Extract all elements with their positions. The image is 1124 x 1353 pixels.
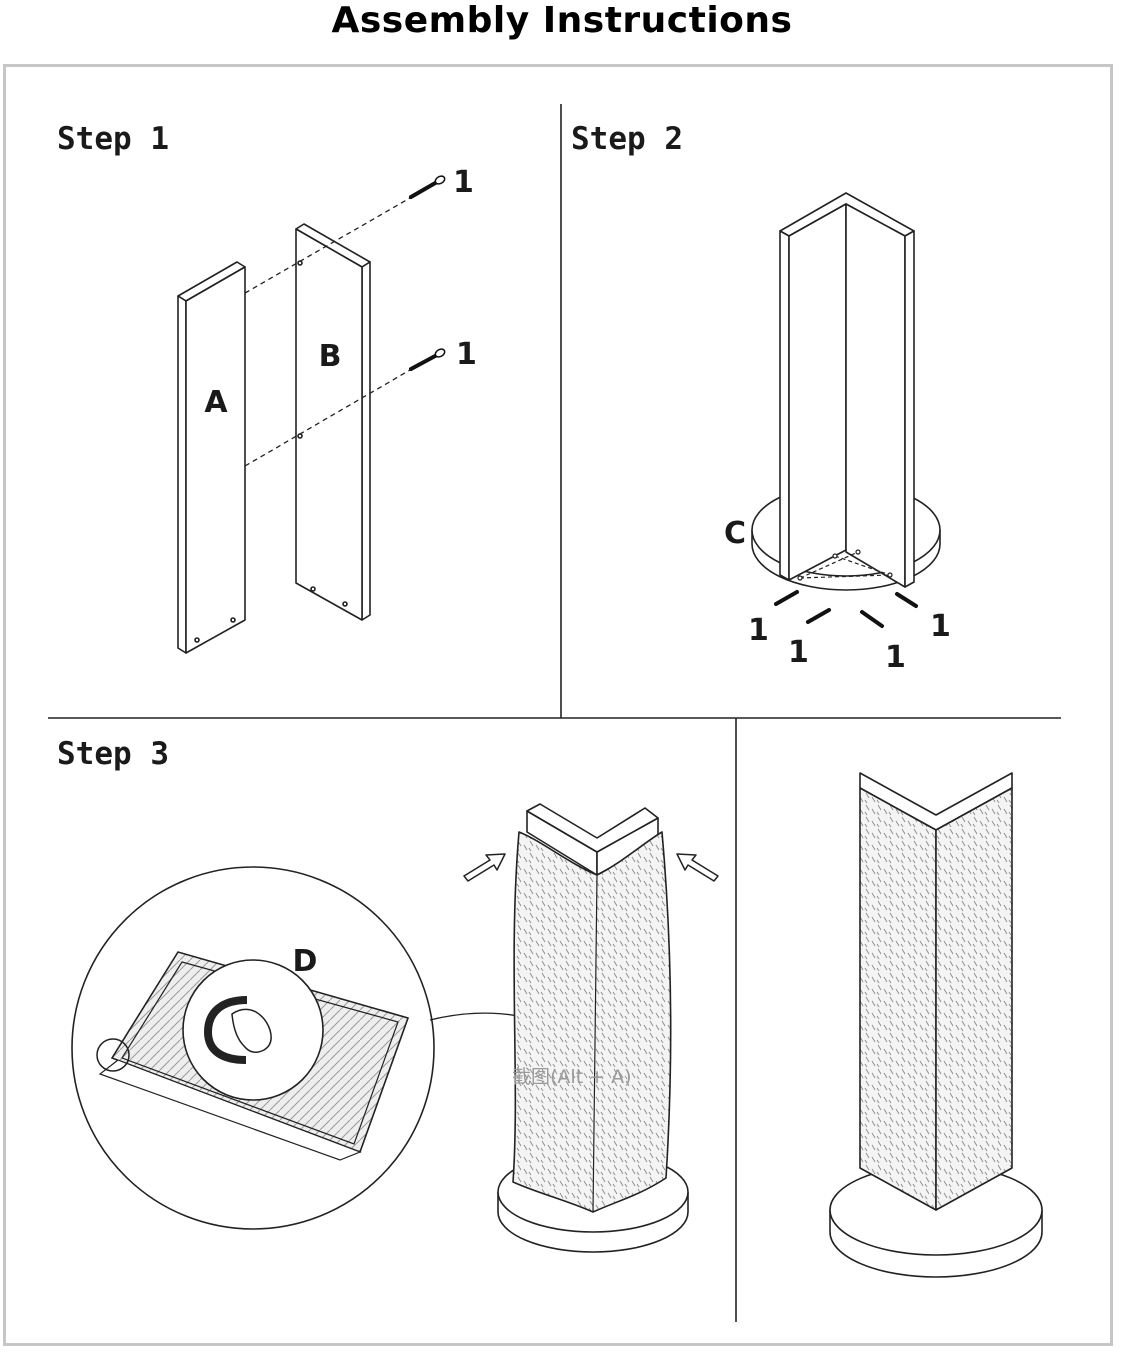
panel-b: [295, 223, 371, 621]
part-a-label: A: [204, 385, 228, 420]
step-1-label: Step 1: [57, 121, 169, 157]
arrow-icon: [463, 853, 719, 882]
screw-callout: 1: [748, 613, 769, 648]
part-c-label: C: [724, 516, 746, 551]
magnified-detail: [71, 866, 553, 1230]
screw-callout: 1: [930, 609, 951, 644]
screw-callout: 1: [885, 640, 906, 675]
part-b-label: B: [319, 339, 342, 374]
screenshot-watermark: 截图(Alt + A): [512, 1066, 632, 1088]
corner-post: [779, 192, 915, 588]
instruction-frame: [3, 64, 1113, 1346]
step-2-label: Step 2: [571, 121, 683, 157]
screw-icon: [409, 348, 446, 371]
page-title: Assembly Instructions: [331, 0, 793, 41]
finished-post: [829, 772, 1043, 1278]
base-holes: [797, 549, 893, 581]
step-3-label: Step 3: [57, 736, 169, 772]
part-d-label: D: [293, 944, 318, 979]
screw-icon: [409, 175, 446, 199]
screw-callout: 1: [788, 635, 809, 670]
panel-dividers: [48, 104, 1061, 1322]
wrapped-post-in-progress: [497, 803, 689, 1253]
screw-callout: 1: [456, 337, 477, 372]
screw-callout: 1: [453, 165, 474, 200]
step2-screw-paths: [799, 551, 891, 579]
panel-a: [177, 261, 246, 654]
step1-screw-paths: [244, 197, 411, 467]
screw-icon: [774, 590, 918, 628]
